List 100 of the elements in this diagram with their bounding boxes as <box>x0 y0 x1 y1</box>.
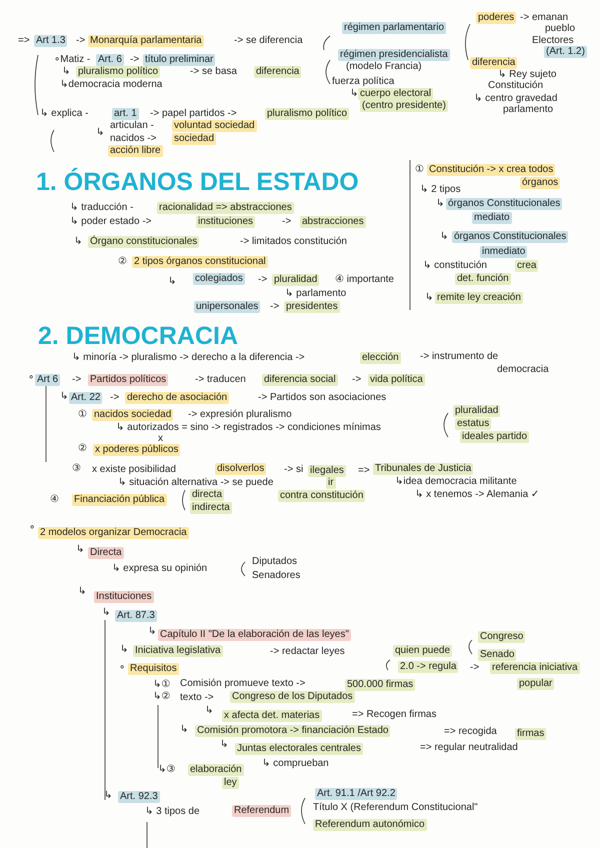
note-text: -> limitados constitución <box>240 236 347 248</box>
highlighted-note-text: x poderes públicos <box>93 444 180 456</box>
highlighted-note-text: Partidos políticos <box>88 374 168 386</box>
highlighted-note-text: Art. 22 <box>69 392 102 404</box>
note-text: fuerza política <box>332 76 394 88</box>
note-text: -> instrumento de <box>420 351 498 363</box>
note-text: -> <box>130 54 140 66</box>
highlighted-note-text: Directa <box>88 547 124 559</box>
highlighted-note-text: ir <box>326 477 336 489</box>
highlighted-note-text: poderes <box>476 12 516 24</box>
highlighted-note-text: Art 6 <box>35 374 60 386</box>
highlighted-note-text: directa <box>190 489 224 501</box>
note-text: ↳ <box>62 66 70 78</box>
highlighted-note-text: Art. 6 <box>96 54 124 66</box>
note-text: ↳ parlamento <box>285 288 346 300</box>
note-text: -> <box>258 274 268 286</box>
note-text: ↳ <box>148 626 156 638</box>
note-text: ↳ <box>76 544 84 556</box>
highlighted-note-text: Iniciativa legislativa <box>133 645 223 657</box>
note-text: ② <box>78 443 87 455</box>
highlighted-note-text: Congreso <box>478 631 526 643</box>
highlighted-note-text: Art. 87.3 <box>115 610 157 622</box>
highlighted-note-text: quien puede <box>393 645 452 657</box>
highlighted-note-text: pluralismo político <box>76 66 160 78</box>
section-heading: 1. ÓRGANOS DEL ESTADO <box>36 168 359 196</box>
highlighted-note-text: diferencia <box>254 66 302 78</box>
highlighted-note-text: popular <box>517 678 554 690</box>
highlighted-note-text: unipersonales <box>194 301 260 313</box>
note-text: -> se basa <box>190 66 237 78</box>
note-text: Electores <box>532 35 574 46</box>
note-text: x existe posibilidad <box>92 464 176 476</box>
note-text: ↳ <box>436 198 444 210</box>
note-text: ④ <box>50 494 59 506</box>
note-text: ↳ <box>440 231 448 243</box>
note-text: ↳ <box>120 644 128 656</box>
highlighted-note-text: indirecta <box>190 502 232 514</box>
highlighted-note-text: cuerpo electoral <box>358 88 434 100</box>
highlighted-note-text: det. función <box>455 273 511 285</box>
highlighted-note-text: firmas <box>515 728 546 740</box>
highlighted-note-text: pluralidad <box>272 274 320 286</box>
note-text: ↳ 3 tipos de <box>145 806 200 818</box>
note-text: ↳ <box>205 705 214 717</box>
note-text: ① <box>78 409 87 421</box>
note-text: ① <box>415 164 424 176</box>
note-text: nacidos -> <box>110 133 156 145</box>
highlighted-note-text: mediato <box>472 212 512 224</box>
note-text: ↳① <box>153 679 170 691</box>
highlighted-note-text: art. 1 <box>112 108 139 120</box>
note-text: ↳ minoría -> pluralismo -> derecho a la diferencia -> <box>72 352 305 364</box>
note-text: ↳ traducción - <box>70 202 134 214</box>
highlighted-note-text: Art. 92.3 <box>118 791 160 803</box>
highlighted-note-text: inmediato <box>480 246 528 258</box>
note-text: texto -> <box>180 692 214 704</box>
note-text: ∘Matiz - <box>54 54 90 66</box>
note-text: ↳ autorizados = sino -> registrados -> condiciones mínimas <box>116 422 381 434</box>
note-text: => <box>18 35 30 47</box>
note-text: ④ importante <box>335 274 394 286</box>
section-heading: 2. DEMOCRACIA <box>38 322 238 350</box>
note-text: ∘ <box>119 662 126 674</box>
note-text: ② <box>118 256 127 268</box>
highlighted-note-text: Congreso de los Diputados <box>230 691 355 703</box>
note-text: -> <box>110 392 120 404</box>
note-text: ↳ centro gravedad <box>474 93 558 104</box>
note-text: ↳ expresa su opinión <box>112 563 208 575</box>
note-text: => <box>358 465 370 477</box>
note-text: -> <box>282 216 292 228</box>
note-text: => regular neutralidad <box>420 742 518 754</box>
note-text: -> si <box>284 464 304 476</box>
highlighted-note-text: 500.000 firmas <box>345 679 416 691</box>
highlighted-note-text: nacidos sociedad <box>92 409 174 421</box>
highlighted-note-text: Juntas electorales centrales <box>235 743 363 755</box>
note-text: Diputados <box>252 556 298 568</box>
highlighted-note-text: remite ley creación <box>435 292 523 304</box>
note-text: -> Partidos son asociaciones <box>258 392 386 404</box>
highlighted-note-text: 2 modelos organizar Democracia <box>38 527 189 539</box>
highlighted-note-text: órganos Constitucionales <box>446 198 562 210</box>
note-text: democracia <box>497 364 549 376</box>
note-text: -> expresión pluralismo <box>188 409 292 421</box>
highlighted-note-text: órganos Constitucionales <box>452 231 568 243</box>
note-text: ↳ <box>104 790 112 802</box>
note-text: Constitución <box>488 80 544 92</box>
highlighted-note-text: pluralidad <box>453 405 500 417</box>
note-text: ↳ situación alternativa -> se puede <box>118 477 274 489</box>
note-text: ↳ <box>350 88 358 100</box>
highlighted-note-text: colegiados <box>193 273 245 285</box>
highlighted-note-text: Requisitos <box>128 663 179 675</box>
note-text: -> traducen <box>195 374 246 386</box>
highlighted-note-text: ley <box>222 777 239 789</box>
note-text: ↳ comprueban <box>262 758 329 770</box>
note-text: -> emanan <box>520 12 568 24</box>
highlighted-note-text: órganos <box>520 177 560 189</box>
note-text: ↳ <box>180 724 188 736</box>
highlighted-note-text: (Art. 1.2) <box>544 46 587 58</box>
highlighted-note-text: (centro presidente) <box>360 100 448 112</box>
note-text: ↳idea democracia militante <box>395 476 517 488</box>
note-text: ↳ constitución <box>423 260 487 272</box>
note-text: ↳ poder estado -> <box>70 216 152 228</box>
note-text: ↳ <box>78 586 86 598</box>
highlighted-note-text: elección <box>360 352 401 364</box>
note-text: => recogida <box>444 726 497 738</box>
